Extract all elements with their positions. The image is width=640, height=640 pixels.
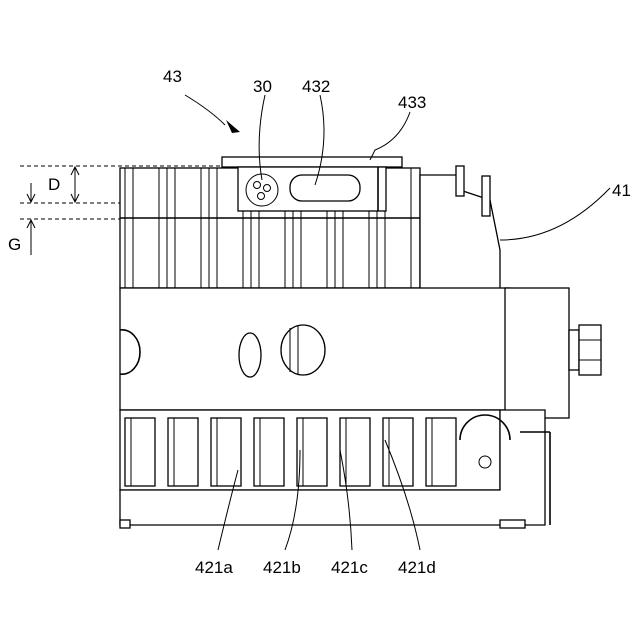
label-421a: 421a <box>195 558 233 577</box>
lower-fin <box>168 418 198 486</box>
lower-fin <box>125 418 155 486</box>
label-421c: 421c <box>331 558 368 577</box>
housing-41 <box>420 166 500 290</box>
lower-fin <box>383 418 413 486</box>
lower-fin <box>297 418 327 486</box>
cover-43 <box>222 157 402 211</box>
label-G: G <box>8 235 21 254</box>
label-43: 43 <box>163 67 182 86</box>
label-421b: 421b <box>263 558 301 577</box>
lower-fins <box>120 410 550 528</box>
label-30: 30 <box>253 77 272 96</box>
label-41: 41 <box>612 181 631 200</box>
label-D: D <box>48 175 60 194</box>
middle-band <box>120 288 601 418</box>
label-433: 433 <box>398 93 426 112</box>
lower-fin <box>254 418 284 486</box>
label-421d: 421d <box>398 558 436 577</box>
label-432: 432 <box>302 77 330 96</box>
lower-fin <box>426 418 456 486</box>
